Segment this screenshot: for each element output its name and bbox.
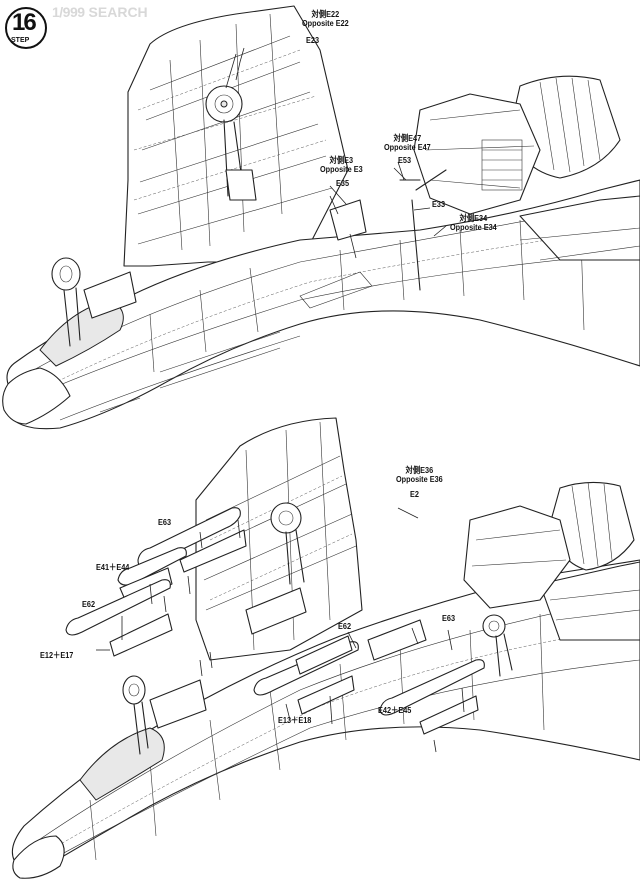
callout-e12-e17: E12＋E17 bbox=[40, 650, 74, 660]
watermark: 1/999 SEARCH bbox=[52, 4, 148, 20]
landing-gear-lower-main bbox=[270, 502, 305, 585]
landing-gear-upper-nose bbox=[51, 257, 137, 347]
callout-e47-en: Opposite E47 bbox=[384, 142, 431, 152]
callout-e34: 対側E34 Opposite E34 bbox=[450, 214, 497, 232]
callout-e36: 対側E36 Opposite E36 bbox=[396, 466, 443, 484]
callout-e22: 対側E22 Opposite E22 bbox=[302, 10, 349, 28]
callout-e35: E35 bbox=[336, 178, 350, 188]
callout-e47: 対側E47 Opposite E47 bbox=[384, 134, 431, 152]
callout-e22-jp: 対側E22 bbox=[311, 9, 340, 19]
callout-e36-en: Opposite E36 bbox=[396, 474, 443, 484]
callout-e13-e18: E13＋E18 bbox=[278, 715, 312, 725]
step-badge: 16 STEP bbox=[4, 6, 48, 50]
callout-e34-jp: 対側E34 bbox=[459, 213, 488, 223]
callout-e47-jp: 対側E47 bbox=[393, 133, 422, 143]
step-badge-icon bbox=[5, 7, 47, 49]
gear-door-e3 bbox=[329, 199, 367, 241]
callout-e41-e44: E41＋E44 bbox=[96, 562, 130, 572]
landing-gear-lower-rear bbox=[482, 614, 513, 677]
callout-e63-right: E63 bbox=[442, 613, 456, 623]
leader-arrow bbox=[225, 47, 447, 259]
callout-e23: E23 bbox=[306, 35, 320, 45]
landing-gear-lower-nose bbox=[122, 675, 207, 755]
callout-e22-en: Opposite E22 bbox=[302, 18, 349, 28]
callout-e3: 対側E3 Opposite E3 bbox=[320, 156, 363, 174]
callout-e33: E33 bbox=[432, 199, 446, 209]
callout-e3-jp: 対側E3 bbox=[329, 155, 354, 165]
step-word: STEP bbox=[11, 37, 30, 44]
callout-e36-jp: 対側E36 bbox=[405, 465, 434, 475]
step-number: 16 bbox=[12, 9, 37, 36]
callout-e3-en: Opposite E3 bbox=[320, 164, 363, 174]
fighter-jet-lower-view bbox=[11, 417, 640, 879]
landing-gear-upper-main bbox=[205, 85, 257, 201]
watermark-word: SEARCH bbox=[88, 4, 148, 20]
lower-wing bbox=[195, 417, 363, 661]
callout-e2: E2 bbox=[410, 489, 419, 499]
leader-arrow bbox=[96, 507, 465, 753]
fighter-jet-upper-view bbox=[2, 5, 640, 430]
callout-e34-en: Opposite E34 bbox=[450, 222, 497, 232]
callout-e63-left: E63 bbox=[158, 517, 172, 527]
callout-e62-mid: E62 bbox=[338, 621, 352, 631]
watermark-number: 1/999 bbox=[52, 4, 85, 20]
callout-e62-left: E62 bbox=[82, 599, 96, 609]
upper-nose bbox=[2, 367, 71, 425]
lower-nose bbox=[12, 835, 65, 879]
lower-canopy bbox=[79, 727, 165, 801]
callout-e42-e45: E42＋E45 bbox=[378, 705, 412, 715]
pylon-part bbox=[65, 507, 485, 735]
upper-canopy bbox=[39, 299, 124, 367]
callout-e53: E53 bbox=[398, 155, 412, 165]
